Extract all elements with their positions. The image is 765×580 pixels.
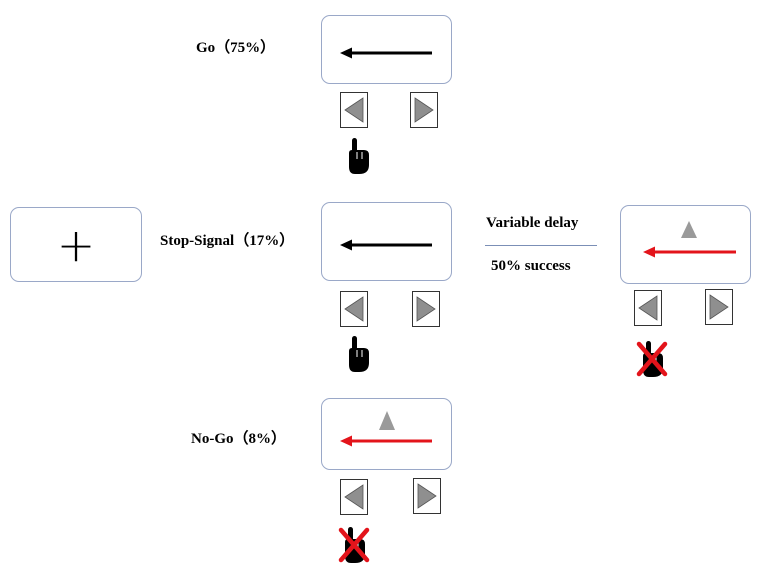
stop-signal-left-key — [340, 291, 368, 327]
fixation-screen: + — [10, 207, 142, 282]
delay-right-key — [705, 289, 733, 325]
stop-signal-right-key — [412, 291, 440, 327]
go-screen — [321, 15, 452, 84]
no-go-red-arrow-head — [340, 435, 352, 447]
no-go-label: No-Go（8%） — [191, 431, 286, 447]
delay-left-key — [634, 290, 662, 326]
delay-success-label: 50% success — [491, 258, 571, 274]
go-right-key — [410, 92, 438, 128]
stop-signal-triangle-icon — [681, 221, 697, 238]
stop-signal-screen — [321, 202, 452, 281]
red-arrow-head — [643, 246, 655, 258]
left-triangle-icon — [638, 295, 658, 321]
no-go-signal-triangle-icon — [379, 411, 395, 430]
go-label: Go（75%） — [196, 40, 276, 56]
no-go-screen — [321, 398, 452, 470]
right-triangle-icon — [414, 97, 434, 123]
delay-withheld-hand-icon — [636, 340, 668, 378]
right-triangle-icon — [417, 483, 437, 509]
left-triangle-icon — [344, 296, 364, 322]
right-triangle-icon — [709, 294, 729, 320]
no-go-withheld-hand-icon — [338, 526, 370, 564]
red-cross-icon — [338, 527, 370, 563]
left-triangle-icon — [344, 97, 364, 123]
delay-divider — [485, 245, 597, 246]
stop-signal-go-arrow-icon — [340, 239, 432, 251]
stop-signal-label: Stop-Signal（17%） — [160, 233, 295, 249]
fixation-cross: + — [56, 217, 96, 272]
no-go-left-key — [340, 479, 368, 515]
right-triangle-icon — [416, 296, 436, 322]
go-press-hand-icon — [342, 137, 374, 175]
stop-signal-press-hand-icon — [342, 335, 374, 373]
variable-delay-label: Variable delay — [486, 215, 579, 231]
go-left-key — [340, 92, 368, 128]
go-arrow-icon — [340, 47, 432, 59]
no-go-right-key — [413, 478, 441, 514]
stop-signal-delay-screen — [620, 205, 751, 284]
left-triangle-icon — [344, 484, 364, 510]
red-cross-icon — [636, 341, 668, 377]
